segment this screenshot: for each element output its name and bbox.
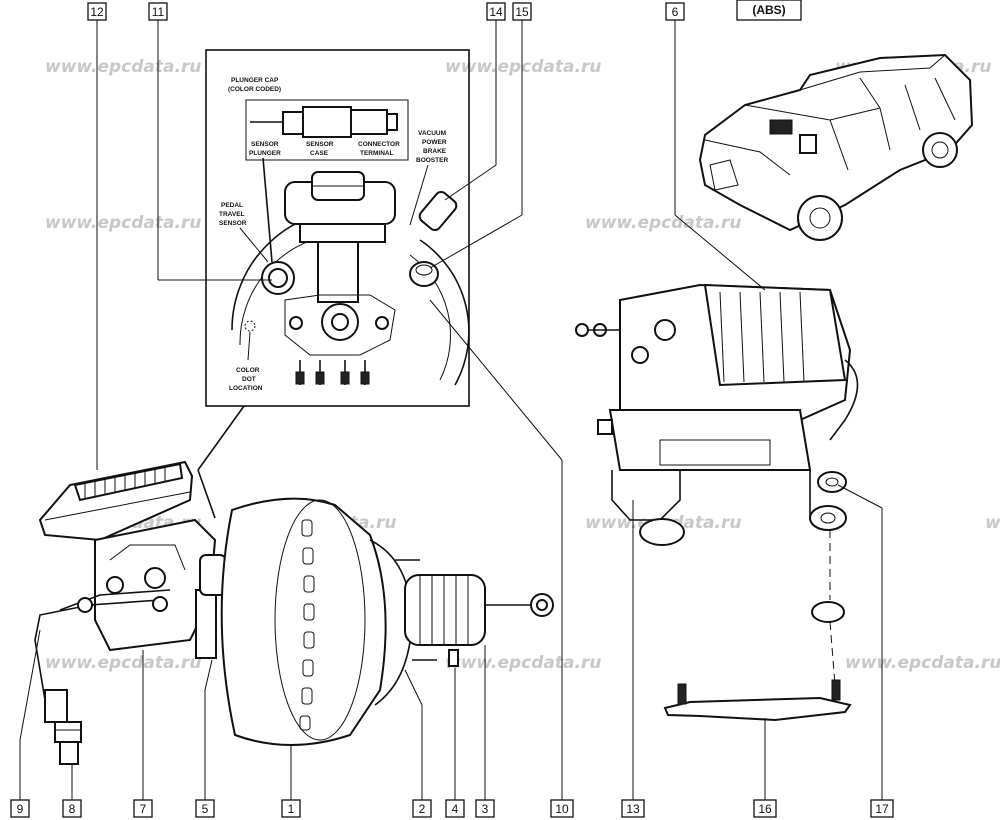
svg-text:6: 6	[672, 5, 679, 19]
callout-13: 13	[621, 799, 645, 818]
callout-12: 12	[87, 2, 107, 21]
watermark: www.epcdata.ru	[985, 513, 1000, 533]
svg-text:7: 7	[140, 802, 147, 816]
callout-6: 6	[665, 2, 685, 21]
vehicle-outline	[698, 53, 974, 241]
master-cylinder-assembly	[34, 460, 227, 765]
callout-4: 4	[445, 799, 465, 818]
label-sensor-case: SENSOR	[306, 141, 334, 148]
svg-text:17: 17	[875, 802, 889, 816]
svg-text:16: 16	[758, 802, 772, 816]
callout-8: 8	[62, 799, 82, 818]
svg-text:14: 14	[489, 5, 503, 19]
pedal-travel-sensor-detail	[250, 106, 398, 138]
callout-2: 2	[412, 799, 432, 818]
inset-detail-view: PLUNGER CAP (COLOR CODED) SENSOR PLUNGER…	[205, 49, 470, 407]
label-color: COLOR	[236, 367, 260, 374]
label-sensor: SENSOR	[219, 220, 247, 227]
svg-text:2: 2	[419, 802, 426, 816]
svg-text:3: 3	[482, 802, 489, 816]
svg-text:12: 12	[90, 5, 104, 19]
callout-10: 10	[550, 799, 574, 818]
callout-1: 1	[281, 799, 301, 818]
abs-hydraulic-unit	[575, 283, 859, 722]
callout-17: 17	[870, 799, 894, 818]
callout-7: 7	[133, 799, 153, 818]
label-travel: TRAVEL	[219, 211, 245, 218]
svg-text:11: 11	[152, 5, 165, 19]
svg-text:15: 15	[515, 5, 529, 19]
part-14-check-valve	[418, 190, 458, 232]
callout-14: 14	[486, 2, 506, 21]
callout-11: 11	[148, 2, 168, 21]
svg-text:8: 8	[69, 802, 76, 816]
svg-text:10: 10	[555, 802, 569, 816]
abs-badge: (ABS)	[736, 0, 802, 21]
label-pedal: PEDAL	[221, 202, 243, 209]
watermark: www.epcdata.ru	[585, 213, 741, 233]
callout-5: 5	[195, 799, 215, 818]
watermark: www.epcdata.ru	[445, 653, 601, 673]
svg-text:4: 4	[452, 802, 459, 816]
label-sensor-plunger-2: PLUNGER	[249, 150, 281, 157]
label-vacuum: VACUUM	[418, 130, 446, 137]
watermark: www.epcdata.ru	[845, 653, 1000, 673]
label-sensor-case-2: CASE	[310, 150, 329, 157]
label-location: LOCATION	[229, 385, 263, 392]
watermark: www.epcdata.ru	[45, 653, 201, 673]
label-power: POWER	[422, 139, 447, 146]
callout-15: 15	[512, 2, 532, 21]
watermark: www.epcdata.ru	[445, 57, 601, 77]
svg-text:13: 13	[626, 802, 640, 816]
svg-text:5: 5	[202, 802, 209, 816]
label-plunger-cap: PLUNGER CAP	[231, 77, 279, 84]
label-booster: BOOSTER	[416, 157, 448, 164]
callout-9: 9	[10, 799, 30, 818]
label-dot: DOT	[242, 376, 256, 383]
svg-text:9: 9	[17, 802, 24, 816]
watermark: www.epcdata.ru	[45, 213, 201, 233]
watermark: www.epcdata.ru	[45, 57, 201, 77]
leader-lines	[19, 20, 883, 800]
label-connector-terminal: TERMINAL	[360, 150, 394, 157]
label-brake: BRAKE	[423, 148, 447, 155]
svg-text:(ABS): (ABS)	[752, 3, 785, 17]
brake-booster	[220, 497, 554, 746]
label-plunger-cap-color: (COLOR CODED)	[228, 86, 281, 93]
svg-text:1: 1	[288, 802, 295, 816]
label-connector: CONNECTOR	[358, 141, 400, 148]
label-sensor-plunger: SENSOR	[251, 141, 279, 148]
callout-16: 16	[753, 799, 777, 818]
callout-3: 3	[475, 799, 495, 818]
